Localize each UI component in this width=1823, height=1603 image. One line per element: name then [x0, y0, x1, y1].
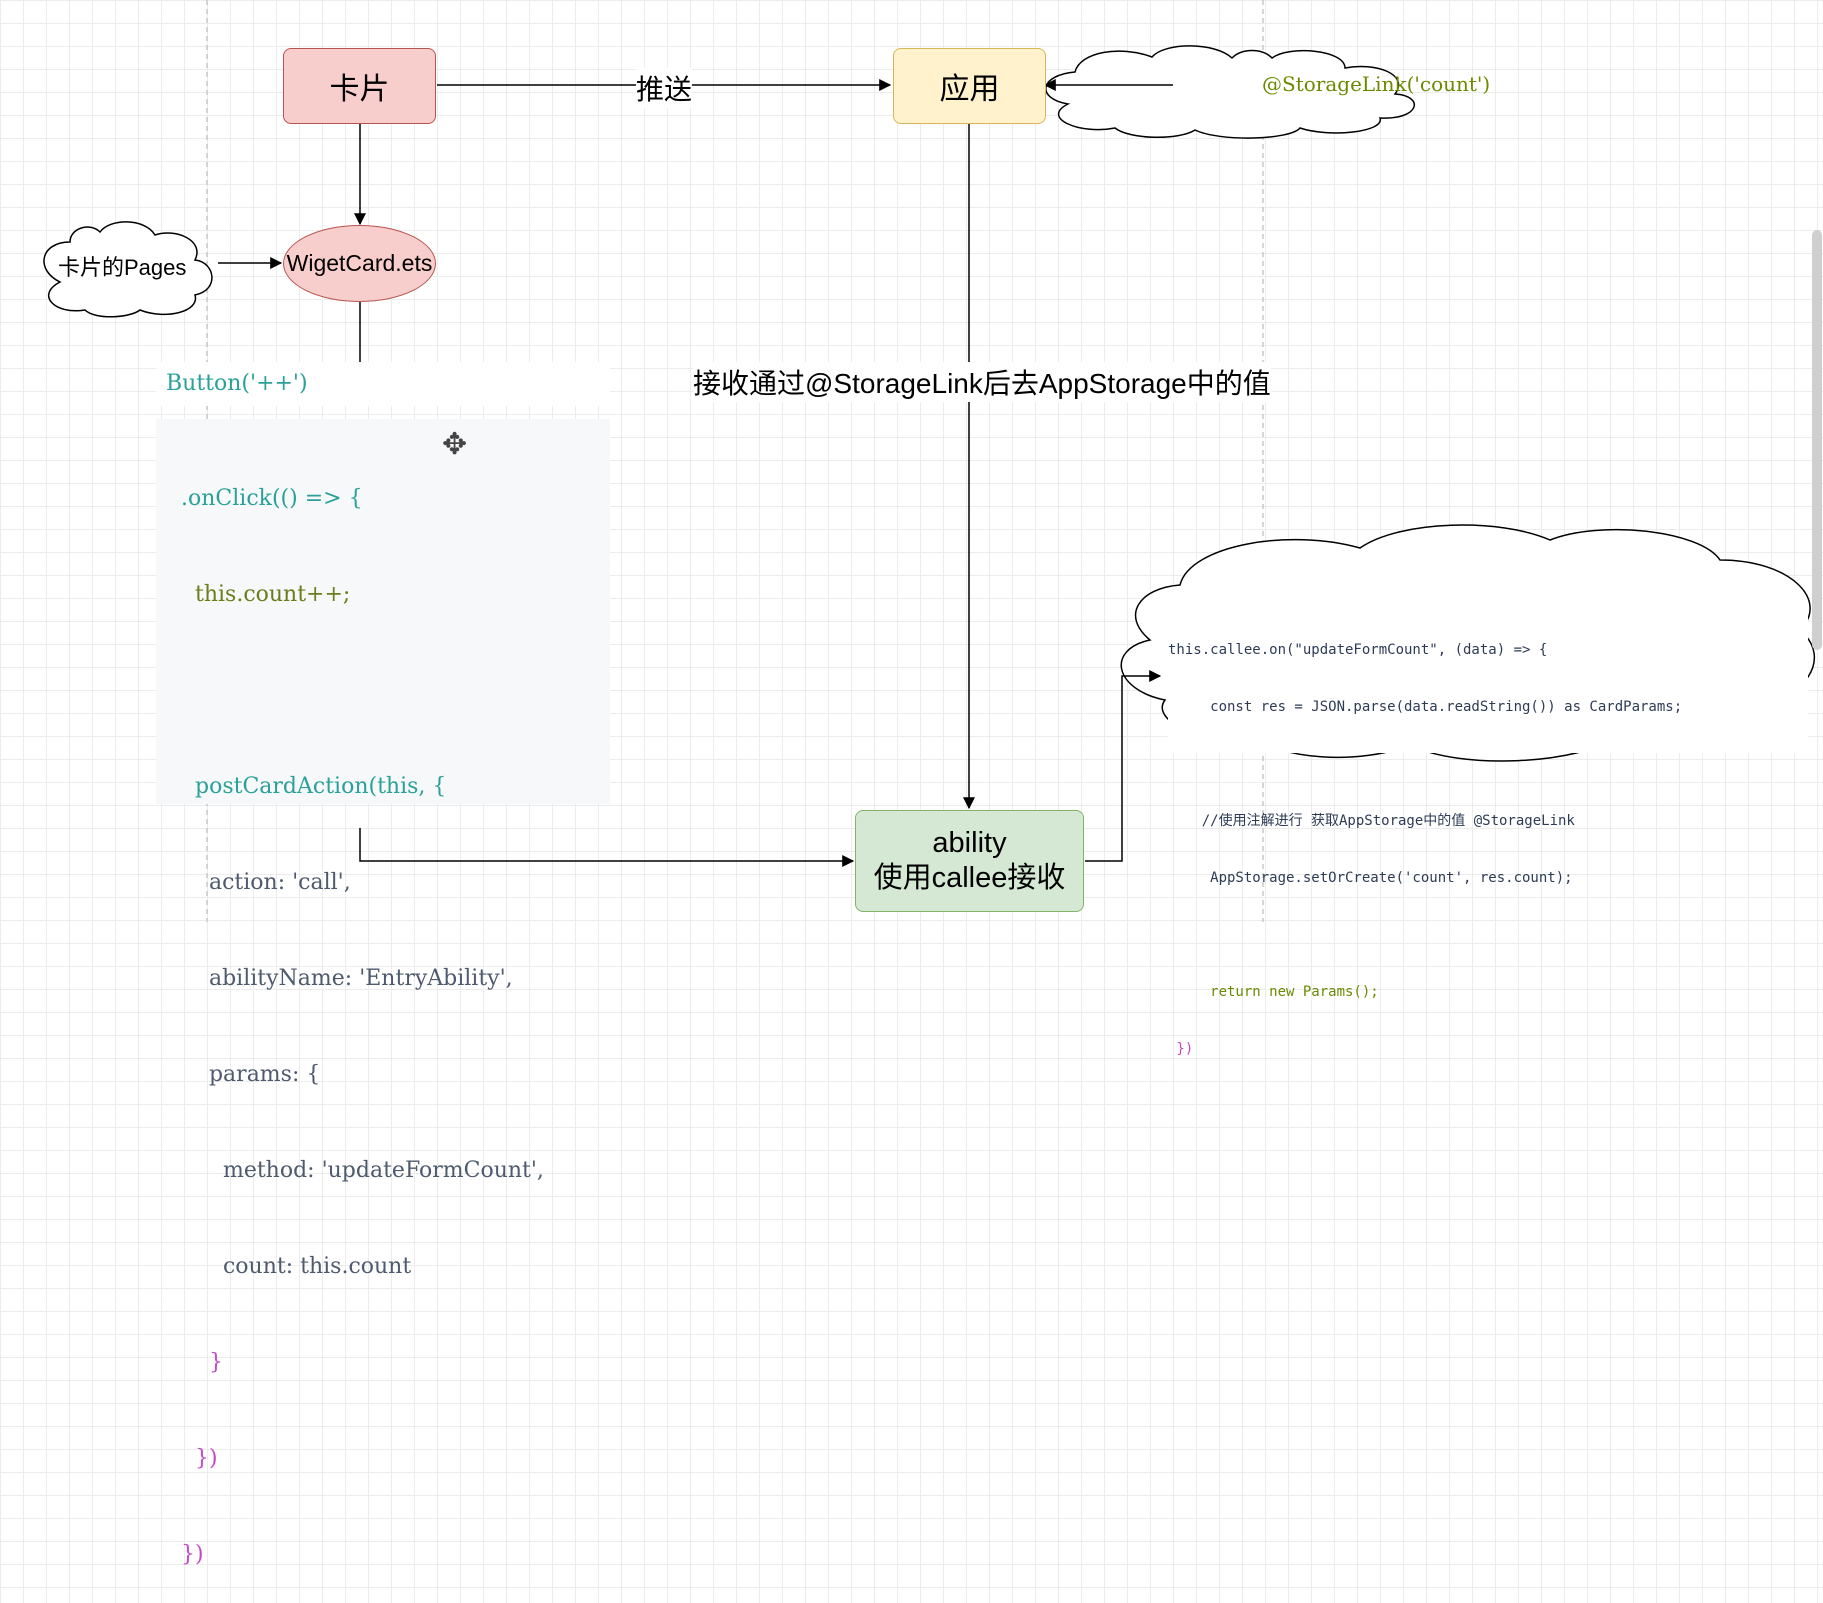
code-line: action: 'call',: [181, 870, 351, 895]
code-cloud-line: [1168, 755, 1808, 774]
widget-card-node[interactable]: WigetCard.ets: [283, 225, 436, 302]
code-line: count: this.count: [181, 1254, 412, 1279]
storage-cloud-label: @StorageLink('count'): [1262, 72, 1491, 96]
app-node[interactable]: 应用: [893, 48, 1046, 124]
push-edge-label: 推送: [636, 68, 693, 108]
code-line: .onClick(() => {: [181, 486, 363, 511]
card-node-label: 卡片: [329, 73, 390, 106]
code-line: method: 'updateFormCount',: [181, 1158, 544, 1183]
edge-code-to-ability: [359, 828, 855, 867]
code-block-left: .onClick(() => { this.count++; postCardA…: [156, 419, 610, 1567]
code-cloud-line: AppStorage.setOrCreate('count', res.coun…: [1168, 870, 1573, 886]
code-line: }: [181, 1350, 223, 1375]
code-header: Button('++'): [156, 362, 610, 406]
ability-label-line2: 使用callee接收: [873, 862, 1066, 894]
code-cloud-text: this.callee.on("updateFormCount", (data)…: [1168, 603, 1808, 1057]
pages-cloud-label: 卡片的Pages: [58, 255, 187, 280]
code-line: }): [181, 1542, 204, 1567]
code-line: }): [181, 1446, 218, 1471]
pages-cloud-shape: [43, 221, 213, 318]
code-line: abilityName: 'EntryAbility',: [181, 966, 513, 991]
code-cloud-line: this.callee.on("updateFormCount", (data)…: [1168, 642, 1548, 658]
edge-ability-to-code-cloud: [1085, 670, 1162, 862]
code-line: postCardAction(this, {: [181, 774, 447, 799]
code-cloud-line: const res = JSON.parse(data.readString()…: [1168, 699, 1683, 715]
widget-card-label: WigetCard.ets: [286, 250, 433, 276]
code-cloud-line: //使用注解进行 获取AppStorage中的值 @StorageLink: [1168, 813, 1575, 829]
app-node-label: 应用: [939, 73, 1000, 106]
code-cloud-line: }): [1168, 1041, 1194, 1057]
code-header-text: Button('++'): [166, 371, 308, 396]
code-line: this.count++;: [181, 582, 351, 607]
card-node[interactable]: 卡片: [283, 48, 436, 124]
receive-edge-label: 接收通过@StorageLink后去AppStorage中的值: [693, 362, 1271, 402]
vertical-scrollbar[interactable]: [1812, 230, 1822, 650]
code-cloud-line: [1168, 926, 1808, 945]
ability-node[interactable]: ability 使用callee接收: [855, 810, 1084, 912]
move-cursor-icon: ✥: [442, 428, 468, 461]
code-line: [181, 675, 610, 707]
ability-label-line1: ability: [932, 827, 1007, 859]
code-cloud-line: return new Params();: [1168, 984, 1379, 1000]
code-line: params: {: [181, 1062, 321, 1087]
storage-cloud-outline: [1045, 45, 1415, 139]
